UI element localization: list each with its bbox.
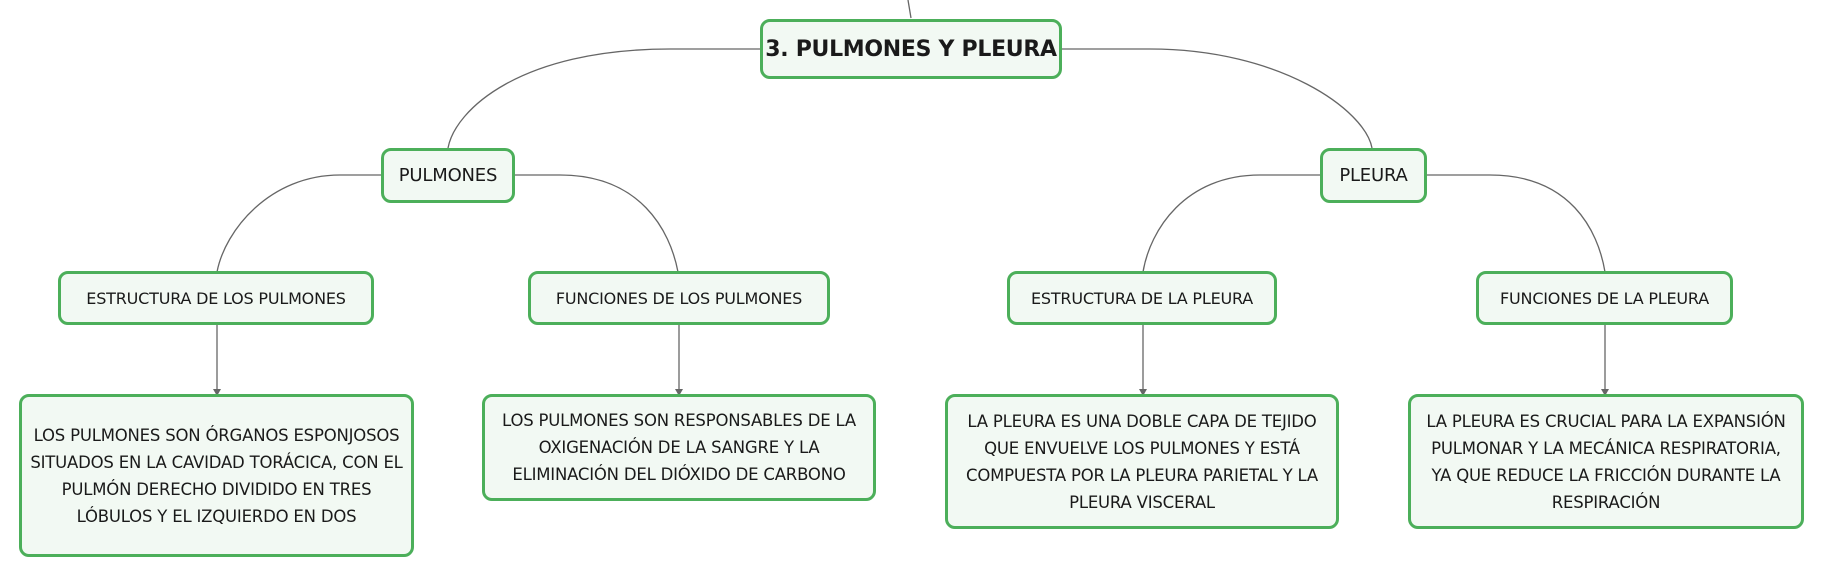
connector-pleura-funciones xyxy=(1426,174,1606,273)
topic-node-estructura-pulmones[interactable]: ESTRUCTURA DE LOS PULMONES xyxy=(58,271,374,325)
topic-label: ESTRUCTURA DE LOS PULMONES xyxy=(86,288,346,308)
branch-label: PULMONES xyxy=(398,165,498,186)
detail-node-funciones-pulmones[interactable]: LOS PULMONES SON RESPONSABLES DE LA OXIG… xyxy=(482,394,876,501)
topic-label: ESTRUCTURA DE LA PLEURA xyxy=(1030,288,1254,308)
root-label: 3. PULMONES Y PLEURA xyxy=(765,36,1057,62)
topic-label: FUNCIONES DE LA PLEURA xyxy=(1500,288,1709,308)
connector-pulmones-funciones xyxy=(514,174,679,273)
detail-text: LOS PULMONES SON ÓRGANOS ESPONJOSOS SITU… xyxy=(30,425,403,526)
detail-text: LOS PULMONES SON RESPONSABLES DE LA OXIG… xyxy=(502,411,856,484)
detail-text: LA PLEURA ES CRUCIAL PARA LA EXPANSIÓN P… xyxy=(1426,411,1786,512)
detail-node-estructura-pleura[interactable]: LA PLEURA ES UNA DOBLE CAPA DE TEJIDO QU… xyxy=(945,394,1339,529)
branch-node-pleura[interactable]: PLEURA xyxy=(1320,148,1427,203)
topic-label: FUNCIONES DE LOS PULMONES xyxy=(555,288,803,308)
connector-pulmones-estructura xyxy=(216,174,382,273)
detail-node-estructura-pulmones[interactable]: LOS PULMONES SON ÓRGANOS ESPONJOSOS SITU… xyxy=(19,394,414,557)
root-node[interactable]: 3. PULMONES Y PLEURA xyxy=(760,19,1062,79)
connector-root-pleura xyxy=(1062,48,1373,149)
topic-node-funciones-pulmones[interactable]: FUNCIONES DE LOS PULMONES xyxy=(528,271,830,325)
connector-pleura-estructura xyxy=(1142,174,1321,273)
topic-node-funciones-pleura[interactable]: FUNCIONES DE LA PLEURA xyxy=(1476,271,1733,325)
branch-label: PLEURA xyxy=(1339,165,1408,186)
topic-node-estructura-pleura[interactable]: ESTRUCTURA DE LA PLEURA xyxy=(1007,271,1277,325)
connector-parent-root xyxy=(907,0,912,19)
connector-root-pulmones xyxy=(447,48,760,149)
detail-node-funciones-pleura[interactable]: LA PLEURA ES CRUCIAL PARA LA EXPANSIÓN P… xyxy=(1408,394,1804,529)
detail-text: LA PLEURA ES UNA DOBLE CAPA DE TEJIDO QU… xyxy=(966,411,1318,512)
branch-node-pulmones[interactable]: PULMONES xyxy=(381,148,515,203)
